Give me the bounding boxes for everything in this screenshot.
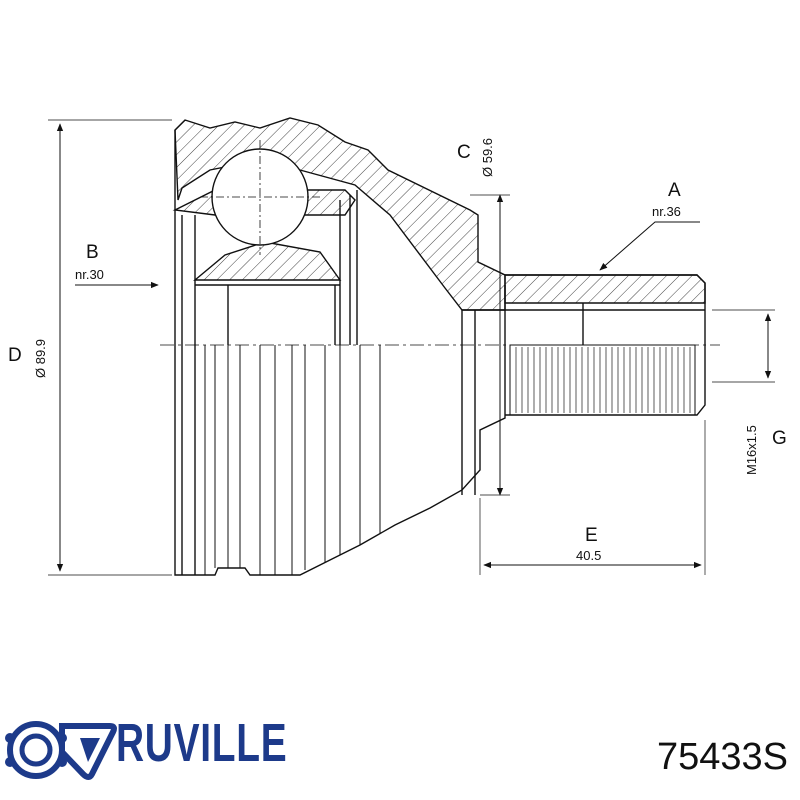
dimension-lines — [48, 119, 775, 576]
ruville-logo-icon — [5, 721, 117, 780]
joint-body — [160, 117, 720, 576]
inner-race-section — [193, 241, 342, 281]
label-c-letter: C — [457, 142, 471, 163]
label-d-letter: D — [8, 345, 22, 366]
spline-teeth — [515, 347, 691, 413]
label-g-value: M16x1.5 — [744, 425, 759, 475]
label-e-letter: E — [585, 525, 598, 546]
brand-name: RUVILLE — [116, 713, 288, 773]
label-e-value: 40.5 — [576, 548, 601, 563]
part-number: 75433S — [656, 736, 788, 778]
housing-outline — [174, 130, 506, 576]
label-a-value: nr.36 — [652, 204, 681, 219]
label-c-value: Ø 59.6 — [480, 138, 495, 177]
leader-a — [599, 221, 700, 271]
housing-ribs — [204, 345, 381, 575]
label-b-value: nr.30 — [75, 267, 104, 282]
stub-section — [504, 274, 706, 304]
label-b-letter: B — [86, 242, 99, 263]
stub-splines — [509, 344, 696, 416]
label-a-letter: A — [668, 180, 681, 201]
label-g-letter: G — [772, 428, 787, 449]
label-d-value: Ø 89.9 — [33, 339, 48, 378]
